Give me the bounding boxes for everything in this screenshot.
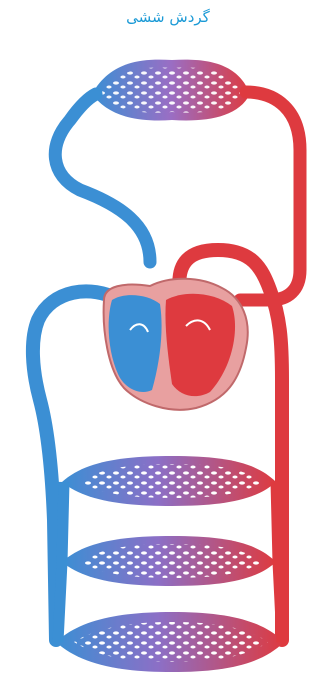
pulmonary-artery [55,94,150,262]
heart [104,279,248,410]
body-capillary-bed-1 [62,456,276,506]
arterial-connector [276,482,282,642]
venous-connector [58,482,64,642]
pulmonary-vein [240,92,300,300]
body-capillary-bed-2 [62,536,276,586]
body-capillary-bed-3 [56,612,284,672]
lung-capillary-bed [92,60,250,121]
